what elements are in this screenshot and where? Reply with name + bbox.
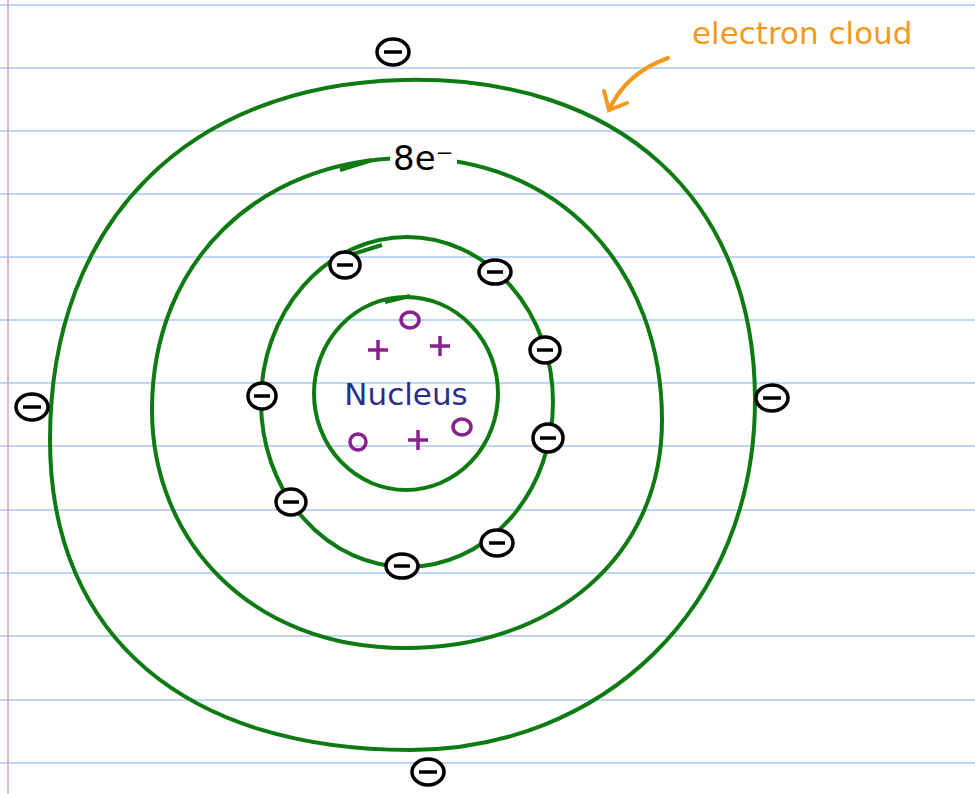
electron-shells (50, 80, 755, 750)
shell-count: 8e⁻ (390, 140, 457, 177)
electrons (16, 39, 788, 785)
callout-label: electron cloud (692, 16, 912, 50)
margin-line (7, 0, 9, 794)
leader-arrow (604, 58, 668, 110)
nucleus-circle: Nucleus (312, 295, 500, 492)
ruled-lines (0, 5, 975, 763)
nucleus-label: Nucleus (344, 376, 467, 412)
